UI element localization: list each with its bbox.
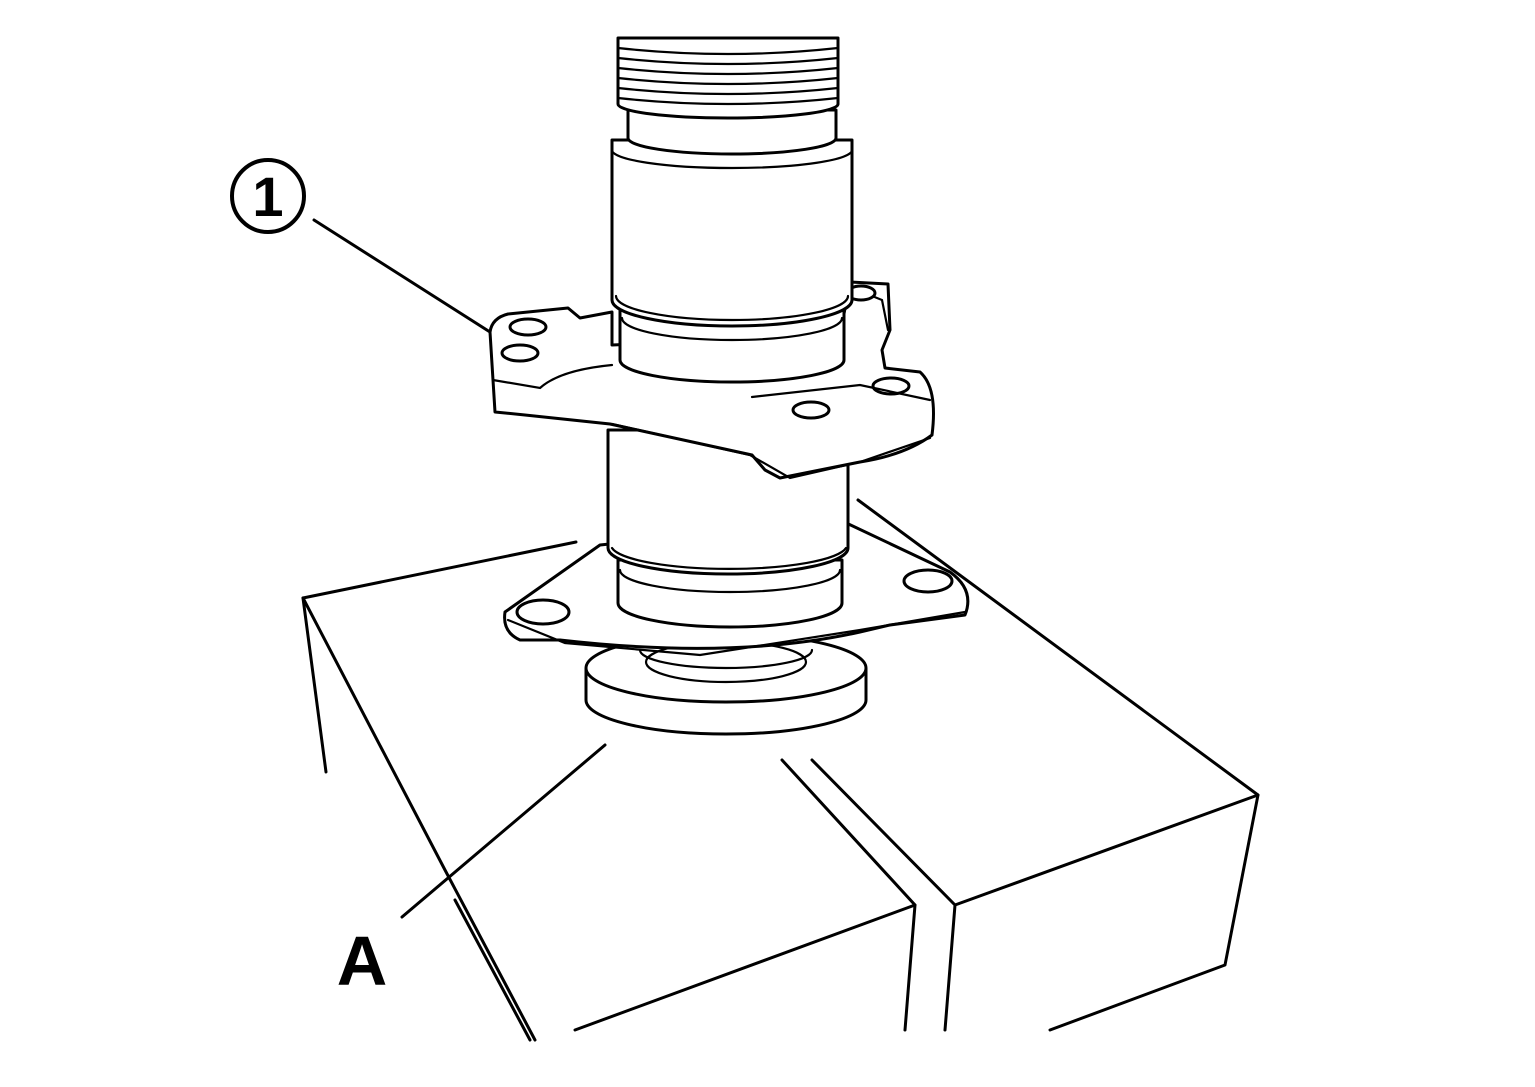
callout-circle: [230, 158, 306, 234]
threaded-end: [616, 36, 840, 120]
callout-a: A: [337, 743, 607, 1000]
callout-label-a: A: [337, 922, 388, 1000]
callout-1: 1: [230, 158, 492, 334]
callout-number-1: 1: [252, 165, 283, 228]
leader-line-1: [312, 218, 492, 334]
leader-line-a: [400, 743, 607, 919]
press-block-left: [301, 540, 917, 1042]
press-block-right: [810, 498, 1260, 1032]
shaft-upper: [610, 108, 854, 384]
